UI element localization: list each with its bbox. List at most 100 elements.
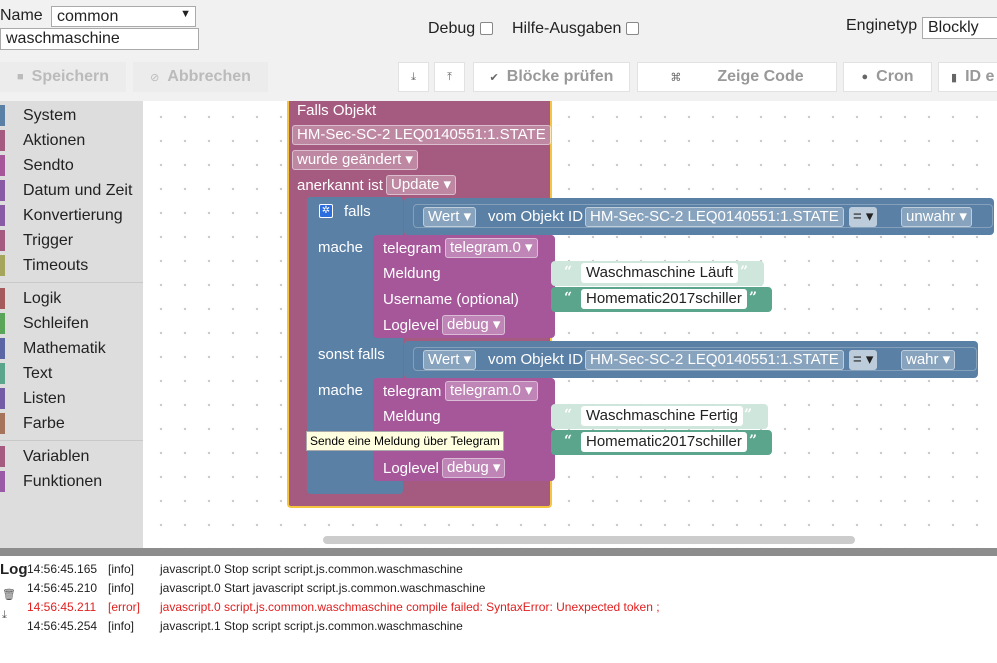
- quote-icon: ”: [749, 290, 758, 306]
- show-code-button[interactable]: ⌘ Zeige Code: [637, 62, 837, 92]
- toolbox-category-trigger[interactable]: Trigger: [0, 228, 143, 253]
- script-name-input[interactable]: waschmaschine: [0, 28, 199, 50]
- clock-icon: ●: [861, 71, 869, 83]
- toolbox-category-timeouts[interactable]: Timeouts: [0, 253, 143, 278]
- cond2-op-dropdown[interactable]: = ▾: [849, 350, 878, 370]
- category-label: Trigger: [23, 231, 74, 249]
- trigger-event-dropdown[interactable]: wurde geändert ▾: [292, 150, 418, 170]
- toolbox-category-datum-und-zeit[interactable]: Datum und Zeit: [0, 178, 143, 203]
- debug-checkbox[interactable]: [480, 22, 493, 35]
- trash-icon[interactable]: 🗑: [2, 589, 16, 601]
- category-label: Konvertierung: [23, 206, 123, 224]
- cond2-value-dropdown[interactable]: wahr ▾: [901, 350, 956, 370]
- tg1-title: telegram: [383, 240, 442, 257]
- gear-icon[interactable]: ✲: [319, 204, 333, 218]
- toolbox-category-listen[interactable]: Listen: [0, 386, 143, 411]
- cond2-vom-label: vom Objekt ID: [488, 351, 584, 368]
- category-color-bar: [0, 288, 5, 309]
- toolbox-category-konvertierung[interactable]: Konvertierung: [0, 203, 143, 228]
- category-label: Farbe: [23, 414, 65, 432]
- workspace-horizontal-scrollbar[interactable]: [323, 536, 855, 544]
- download-button[interactable]: ⤓: [398, 62, 429, 92]
- name-select[interactable]: common ▼: [51, 6, 196, 27]
- blockly-workspace[interactable]: Falls Objekt HM-Sec-SC-2 LEQ0140551:1.ST…: [143, 101, 997, 548]
- cond2-object-field[interactable]: HM-Sec-SC-2 LEQ0140551:1.STATE: [585, 350, 844, 370]
- cond2-field-dropdown[interactable]: Wert ▾: [423, 350, 477, 370]
- category-color-bar: [0, 446, 5, 467]
- telegram-block-2[interactable]: [373, 378, 555, 481]
- upload-button[interactable]: ⤒: [434, 62, 465, 92]
- toolbox-category-funktionen[interactable]: Funktionen: [0, 469, 143, 494]
- tg2-meldung-text[interactable]: Waschmaschine Fertig: [581, 406, 743, 426]
- category-color-bar: [0, 363, 5, 384]
- tg1-meldung-text[interactable]: Waschmaschine Läuft: [581, 263, 739, 283]
- category-color-bar: [0, 255, 5, 276]
- panel-divider[interactable]: [0, 548, 997, 556]
- enginetyp-label: Enginetyp: [846, 17, 918, 34]
- trigger-object-field[interactable]: HM-Sec-SC-2 LEQ0140551:1.STATE: [292, 125, 551, 145]
- toolbox-category-schleifen[interactable]: Schleifen: [0, 311, 143, 336]
- category-color-bar: [0, 105, 5, 126]
- log-msg: javascript.1 Stop script script.js.commo…: [160, 619, 463, 633]
- ack-dropdown[interactable]: Update ▾: [386, 175, 457, 195]
- if-mache-label-1: mache: [318, 239, 364, 256]
- quote-icon: ”: [740, 264, 749, 280]
- tg1-meldung-label: Meldung: [383, 265, 441, 282]
- enginetyp-select[interactable]: Blockly: [922, 17, 997, 39]
- tg2-username-text[interactable]: Homematic2017schiller: [581, 432, 747, 452]
- cron-button[interactable]: ● Cron: [843, 62, 932, 92]
- tg2-title: telegram: [383, 383, 442, 400]
- toolbox-category-mathematik[interactable]: Mathematik: [0, 336, 143, 361]
- tg1-username-label: Username (optional): [383, 291, 519, 308]
- check-blocks-button[interactable]: ✔ Blöcke prüfen: [473, 62, 630, 92]
- category-color-bar: [0, 313, 5, 334]
- quote-icon: “: [564, 433, 573, 449]
- cond1-object-field[interactable]: HM-Sec-SC-2 LEQ0140551:1.STATE: [585, 207, 844, 227]
- category-label: Text: [23, 364, 53, 382]
- quote-icon: “: [564, 290, 573, 306]
- id-button[interactable]: ▮ ID e: [938, 62, 997, 92]
- category-color-bar: [0, 471, 5, 492]
- toolbox-category-aktionen[interactable]: Aktionen: [0, 128, 143, 153]
- category-label: Listen: [23, 389, 66, 407]
- cond1-value-dropdown[interactable]: unwahr ▾: [901, 207, 972, 227]
- toolbox-category-sendto[interactable]: Sendto: [0, 153, 143, 178]
- telegram-block-1[interactable]: [373, 235, 555, 338]
- toolbox-category-text[interactable]: Text: [0, 361, 143, 386]
- log-level: [error]: [108, 600, 141, 614]
- category-label: Timeouts: [23, 256, 89, 274]
- cond1-op-dropdown[interactable]: = ▾: [849, 207, 878, 227]
- hilfe-label: Hilfe-Ausgaben: [512, 20, 622, 37]
- name-select-value: common: [57, 8, 119, 25]
- tg1-username-text[interactable]: Homematic2017schiller: [581, 289, 747, 309]
- code-icon: ⌘: [670, 71, 682, 84]
- upload-icon: ⤒: [447, 70, 452, 83]
- tg2-meldung-label: Meldung: [383, 408, 441, 425]
- if-mache-label-2: mache: [318, 382, 364, 399]
- hilfe-checkbox[interactable]: [626, 22, 639, 35]
- cancel-button[interactable]: ⊘ Abbrechen: [133, 62, 268, 92]
- toolbox-category-system[interactable]: System: [0, 103, 143, 128]
- save-button[interactable]: ■ Speichern: [0, 62, 126, 92]
- toolbox-category-logik[interactable]: Logik: [0, 286, 143, 311]
- ack-label: anerkannt ist: [297, 177, 383, 194]
- toolbox-category-farbe[interactable]: Farbe: [0, 411, 143, 436]
- block-tooltip: Sende eine Meldung über Telegram: [306, 431, 504, 451]
- tg2-loglevel-dropdown[interactable]: debug ▾: [442, 458, 506, 478]
- cond1-field-dropdown[interactable]: Wert ▾: [423, 207, 477, 227]
- tg2-instance-dropdown[interactable]: telegram.0 ▾: [445, 381, 538, 401]
- tg1-loglevel-label: Loglevel: [383, 317, 439, 334]
- category-label: Logik: [23, 289, 62, 307]
- tg1-loglevel-dropdown[interactable]: debug ▾: [442, 315, 506, 335]
- toolbox-separator: [0, 440, 143, 441]
- toolbox-category-variablen[interactable]: Variablen: [0, 444, 143, 469]
- toolbox-separator: [0, 282, 143, 283]
- if-falls-label: falls: [344, 203, 371, 220]
- tg1-instance-dropdown[interactable]: telegram.0 ▾: [445, 238, 538, 258]
- quote-icon: ”: [749, 433, 758, 449]
- download-icon[interactable]: ⤓: [2, 609, 7, 621]
- save-icon: ■: [16, 71, 24, 83]
- log-title: Log: [0, 561, 28, 578]
- cancel-icon: ⊘: [150, 71, 160, 84]
